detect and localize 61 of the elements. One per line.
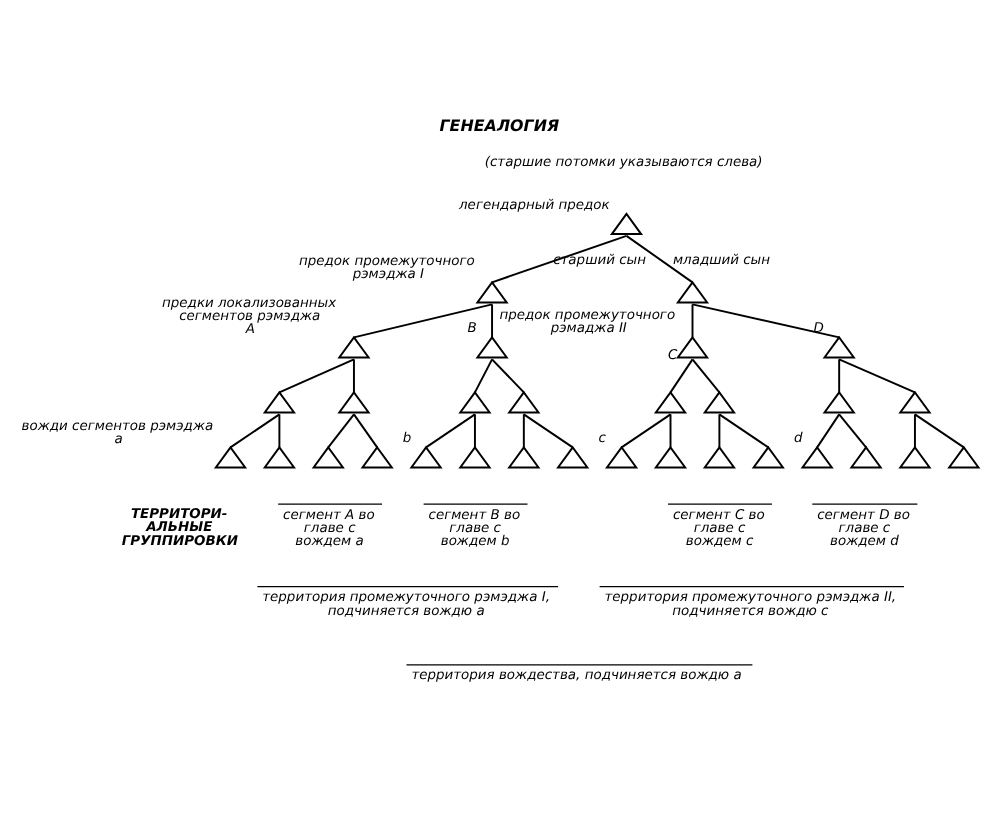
connector xyxy=(669,358,694,394)
node-triangle xyxy=(475,335,509,359)
node-triangle xyxy=(898,445,932,469)
node-triangle xyxy=(458,445,492,469)
connector xyxy=(522,413,574,449)
connector xyxy=(691,358,721,394)
connector xyxy=(669,413,672,449)
connector xyxy=(718,413,770,449)
node-triangle xyxy=(507,390,541,414)
connector xyxy=(838,413,868,449)
connector xyxy=(491,234,628,284)
connector xyxy=(691,303,841,339)
node-triangle xyxy=(213,445,248,469)
node-triangle xyxy=(262,390,296,414)
connector xyxy=(620,413,672,449)
node-triangle xyxy=(556,445,590,469)
connector xyxy=(278,358,355,394)
node-triangle xyxy=(849,445,883,469)
connector xyxy=(913,413,916,449)
connector xyxy=(491,358,525,394)
connector xyxy=(838,358,841,394)
connector xyxy=(473,413,476,449)
connector xyxy=(327,413,355,449)
node-triangle xyxy=(751,445,785,469)
node-triangle xyxy=(800,445,834,469)
node-triangle xyxy=(360,445,394,469)
node-triangle xyxy=(311,445,345,469)
node-triangle xyxy=(898,390,932,414)
connector xyxy=(691,303,694,339)
node-triangle xyxy=(262,445,296,469)
node-triangle xyxy=(653,390,688,414)
node-triangle xyxy=(337,390,371,414)
node-triangle xyxy=(822,390,856,414)
connector xyxy=(352,303,494,339)
connector xyxy=(718,413,721,449)
node-triangle xyxy=(605,445,639,469)
connector xyxy=(491,303,494,339)
connector xyxy=(838,358,916,394)
node-triangle xyxy=(822,335,856,359)
connector xyxy=(522,413,525,449)
node-triangle xyxy=(409,445,443,469)
connector xyxy=(278,413,281,449)
connector xyxy=(425,413,476,449)
connector xyxy=(816,413,841,449)
node-triangle xyxy=(337,335,371,359)
connector xyxy=(913,413,965,449)
node-triangle xyxy=(653,445,688,469)
connector xyxy=(625,234,694,284)
node-triangle xyxy=(458,390,492,414)
connector xyxy=(352,413,379,449)
node-triangle xyxy=(475,280,509,304)
node-triangle xyxy=(609,212,644,236)
node-triangle xyxy=(702,445,736,469)
connector xyxy=(473,358,494,394)
node-triangle xyxy=(675,280,710,304)
node-triangle xyxy=(507,445,541,469)
connector xyxy=(352,358,355,394)
node-triangle xyxy=(947,445,981,469)
node-triangle xyxy=(702,390,736,414)
connector xyxy=(229,413,281,449)
node-triangle xyxy=(675,335,710,359)
